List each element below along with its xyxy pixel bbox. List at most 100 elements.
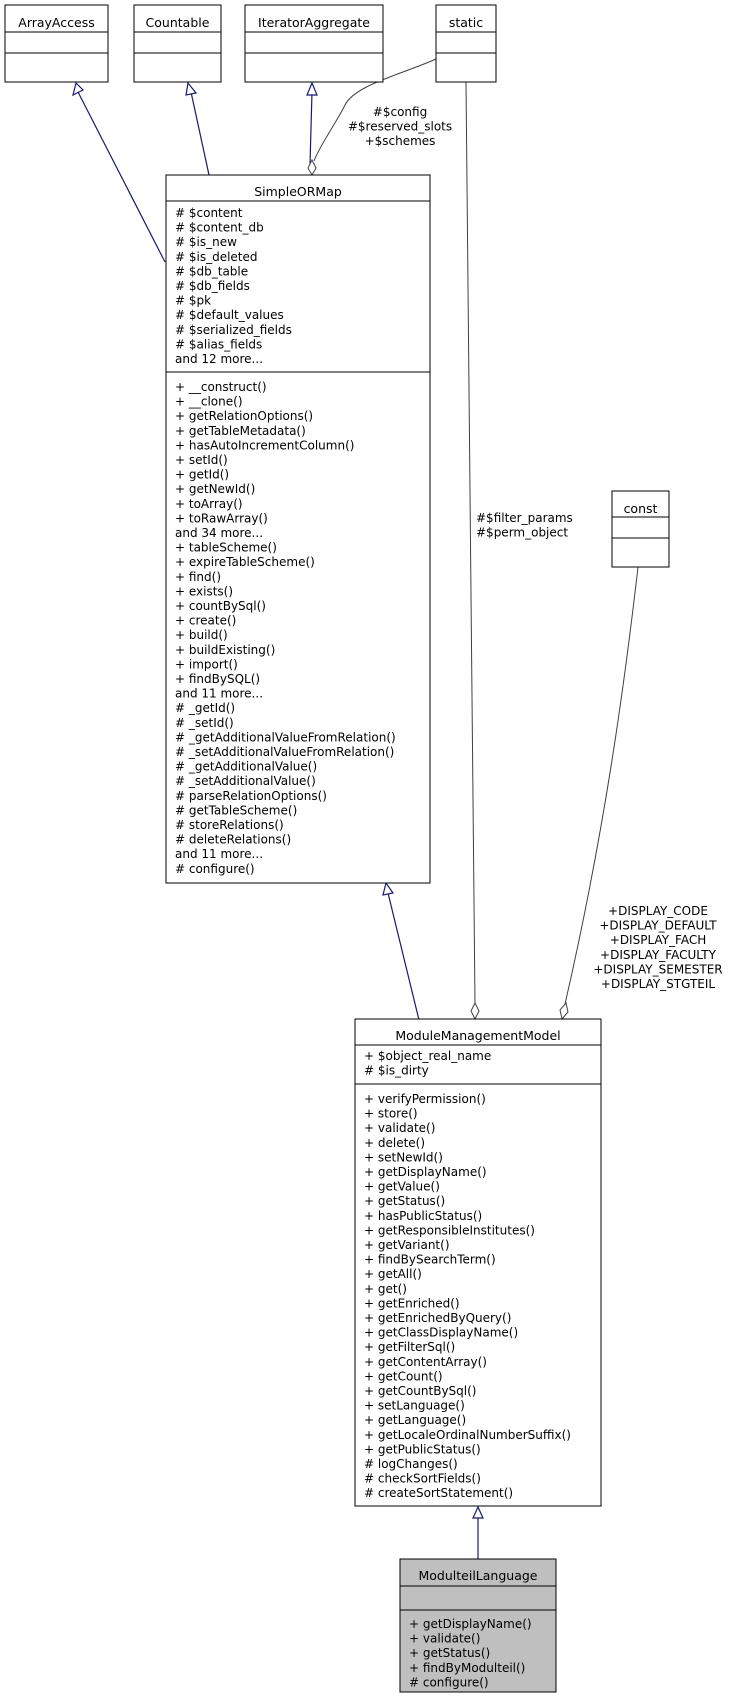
class-operation: + hasAutoIncrementColumn() — [175, 438, 354, 452]
class-operation: + getFilterSql() — [364, 1340, 455, 1354]
class-operation: + build() — [175, 628, 228, 642]
class-operation: # createSortStatement() — [364, 1486, 513, 1500]
edge-labels: #$config#$reserved_slots+$schemes#$filte… — [348, 105, 723, 991]
class-countable: Countable — [133, 4, 222, 83]
class-operation: + getPublicStatus() — [364, 1442, 481, 1456]
edge-label: +DISPLAY_FACH — [610, 933, 706, 947]
class-attribute: # $alias_fields — [175, 337, 262, 351]
class-operation: + countBySql() — [175, 599, 266, 613]
class-box-const-cls — [611, 490, 670, 568]
class-attribute: and 12 more... — [175, 352, 263, 366]
aggregation-diamond-const-mmm — [559, 1001, 569, 1021]
class-operation: # storeRelations() — [175, 818, 284, 832]
class-operation: and 11 more... — [175, 847, 263, 861]
class-operation: # logChanges() — [364, 1457, 458, 1471]
class-operation: + setId() — [175, 453, 228, 467]
class-operation: + getNewId() — [175, 482, 255, 496]
class-operation: + getClassDisplayName() — [364, 1326, 518, 1340]
class-operation: + verifyPermission() — [364, 1092, 486, 1106]
edge-label: #$config — [373, 105, 427, 119]
class-operation: # configure() — [409, 1675, 489, 1689]
edge-simpleormap-mmm — [387, 892, 420, 1021]
edge-countable-simpleormap — [190, 91, 210, 176]
class-boxes: ArrayAccess Countable IteratorAggregate sta… — [4, 4, 670, 1693]
class-operation: + getEnriched() — [364, 1296, 460, 1310]
edges — [72, 58, 639, 1559]
class-name: SimpleORMap — [254, 184, 342, 199]
class-operation: # configure() — [175, 862, 255, 876]
edge-label: #$reserved_slots — [348, 120, 452, 134]
class-operation: + create() — [175, 614, 236, 628]
class-operation: + __construct() — [175, 380, 267, 394]
class-operation: + getVariant() — [364, 1238, 450, 1252]
class-operation: + hasPublicStatus() — [364, 1209, 482, 1223]
edge-label: +$schemes — [365, 134, 436, 148]
class-box-countable — [133, 4, 222, 83]
class-operation: + getDisplayName() — [409, 1617, 532, 1631]
class-array-access: ArrayAccess — [4, 4, 109, 83]
class-operation: + store() — [364, 1107, 418, 1121]
class-operation: # getTableScheme() — [175, 803, 297, 817]
class-operation: # parseRelationOptions() — [175, 789, 327, 803]
class-operation: + getStatus() — [364, 1194, 445, 1208]
class-attribute: # $db_fields — [175, 279, 250, 293]
inherit-arrow-arrayaccess — [72, 81, 85, 97]
class-name: IteratorAggregate — [258, 15, 370, 30]
edge-label: +DISPLAY_STGTEIL — [601, 977, 716, 991]
class-operation: + getAll() — [364, 1267, 422, 1281]
class-attribute: # $content_db — [175, 221, 264, 235]
class-box-simple-orm-map — [165, 174, 431, 884]
class-operation: + setLanguage() — [364, 1399, 465, 1413]
class-attribute: # $pk — [175, 294, 211, 308]
edge-label: #$perm_object — [476, 526, 568, 540]
class-operation: + getStatus() — [409, 1646, 490, 1660]
class-operation: + setNewId() — [364, 1150, 443, 1164]
inherit-arrow-mmm — [472, 1505, 484, 1519]
edge-label: +DISPLAY_FACULTY — [600, 948, 717, 962]
class-operation: + findBySearchTerm() — [364, 1253, 496, 1267]
class-operation: and 34 more... — [175, 526, 263, 540]
class-name: ArrayAccess — [18, 15, 94, 30]
class-name: Countable — [146, 15, 210, 30]
class-operation: + exists() — [175, 584, 233, 598]
inherit-arrow-iteratoraggregate — [306, 81, 318, 96]
class-operation: + validate() — [409, 1632, 480, 1646]
class-operation: + findBySQL() — [175, 672, 260, 686]
class-operation: # checkSortFields() — [364, 1472, 481, 1486]
class-operation: # _setAdditionalValueFromRelation() — [175, 745, 394, 759]
edge-arrayaccess-simpleormap — [77, 91, 166, 263]
class-name: static — [449, 15, 483, 30]
class-const-cls: const — [611, 490, 670, 568]
class-operation: + getEnrichedByQuery() — [364, 1311, 511, 1325]
class-attribute: # $content — [175, 206, 243, 220]
class-box-array-access — [4, 4, 109, 83]
class-operation: + get() — [364, 1282, 407, 1296]
inherit-arrow-countable — [185, 81, 198, 96]
class-operation: + getLocaleOrdinalNumberSuffix() — [364, 1428, 571, 1442]
class-operation: and 11 more... — [175, 687, 263, 701]
class-module-management-model: ModuleManagementModel+ $object_real_name… — [354, 1018, 602, 1507]
edge-iteratoraggregate-simpleormap — [309, 91, 313, 166]
class-operation: + getTableMetadata() — [175, 424, 306, 438]
class-operation: # _setId() — [175, 716, 234, 730]
class-operation: + __clone() — [175, 395, 243, 409]
class-operation: # _getAdditionalValue() — [175, 760, 317, 774]
class-operation: + findByModulteil() — [409, 1661, 525, 1675]
class-attribute: # $serialized_fields — [175, 323, 292, 337]
edge-static-simpleormap — [313, 58, 437, 162]
class-operation: + getId() — [175, 468, 229, 482]
class-operation: + toRawArray() — [175, 511, 268, 525]
edge-const-mmm — [564, 566, 639, 1005]
class-box-static-cls — [435, 4, 497, 83]
class-box-iterator-aggregate — [244, 4, 384, 83]
inherit-arrow-simpleormap — [382, 881, 395, 896]
class-operation: + validate() — [364, 1121, 435, 1135]
edge-label: +DISPLAY_DEFAULT — [599, 919, 717, 933]
class-name: ModulteilLanguage — [419, 1568, 538, 1583]
class-attribute: # $is_dirty — [364, 1064, 429, 1078]
edge-static-mmm — [465, 81, 476, 1005]
class-name: const — [624, 501, 658, 516]
aggregation-diamond-static-mmm — [470, 1001, 480, 1021]
class-box-module-management-model — [354, 1018, 602, 1507]
